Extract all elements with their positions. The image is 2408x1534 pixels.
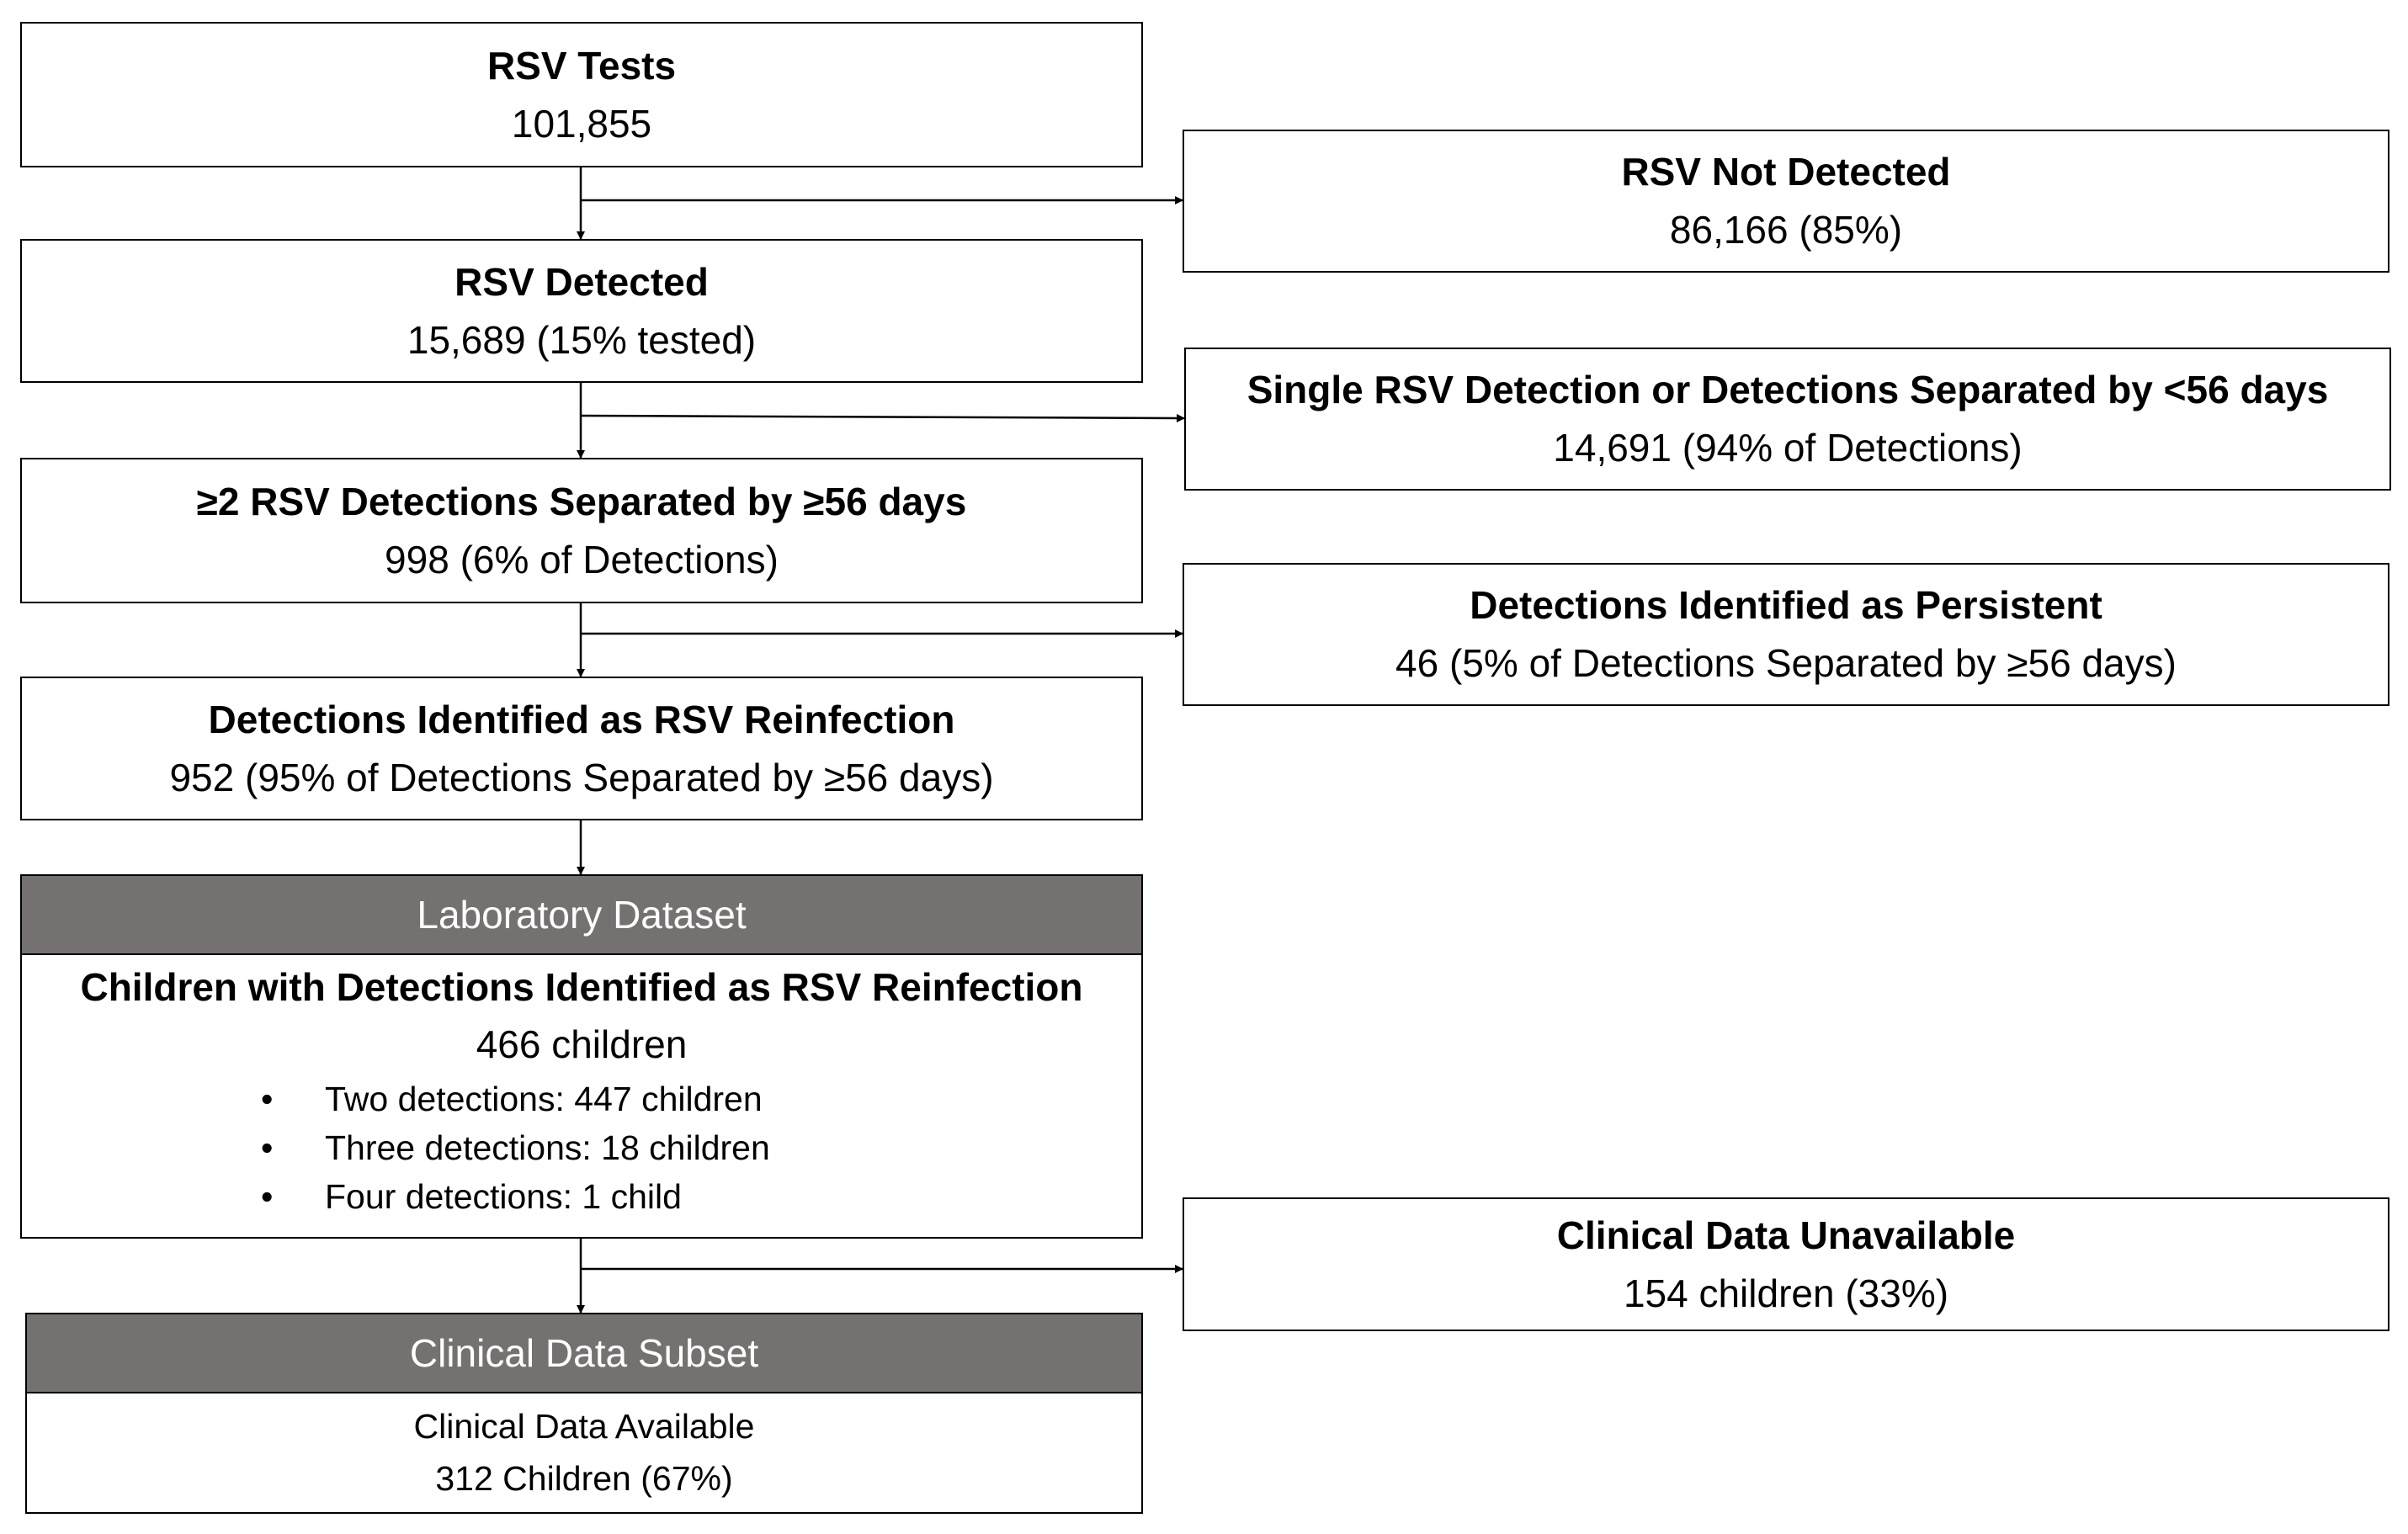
rsv-not-detected-value: 86,166 (85%) [1669, 208, 1903, 252]
bullet-three-detections-text: Three detections: 18 children [325, 1128, 770, 1167]
rsv-tests-value: 101,855 [511, 101, 652, 146]
clinical-available-label: Clinical Data Available [413, 1407, 755, 1446]
laboratory-dataset-panel: Children with Detections Identified as R… [20, 955, 1143, 1239]
two-plus-detections-box: ≥2 RSV Detections Separated by ≥56 days … [20, 458, 1143, 603]
clinical-data-subset-header: Clinical Data Subset [25, 1313, 1143, 1393]
persistent-title: Detections Identified as Persistent [1470, 583, 2102, 627]
laboratory-value: 466 children [476, 1022, 688, 1066]
rsv-not-detected-box: RSV Not Detected 86,166 (85%) [1183, 130, 2389, 273]
bullet-dot: • [261, 1128, 274, 1167]
single-detection-value: 14,691 (94% of Detections) [1553, 426, 2023, 470]
rsv-detected-title: RSV Detected [454, 259, 709, 304]
reinfection-box: Detections Identified as RSV Reinfection… [20, 677, 1143, 820]
two-plus-detections-title: ≥2 RSV Detections Separated by ≥56 days [196, 479, 967, 523]
bullet-three-detections: • Three detections: 18 children [261, 1128, 770, 1168]
rsv-tests-title: RSV Tests [486, 43, 677, 88]
bullet-two-detections: • Two detections: 447 children [261, 1080, 763, 1119]
persistent-box: Detections Identified as Persistent 46 (… [1183, 563, 2389, 706]
single-detection-title: Single RSV Detection or Detections Separ… [1247, 368, 2329, 411]
bullet-dot: • [261, 1080, 274, 1118]
reinfection-title: Detections Identified as RSV Reinfection [208, 697, 955, 741]
clinical-unavailable-value: 154 children (33%) [1623, 1271, 1949, 1315]
arrow-to-single [580, 413, 1185, 422]
bullet-two-detections-text: Two detections: 447 children [325, 1080, 763, 1118]
reinfection-value: 952 (95% of Detections Separated by ≥56 … [169, 755, 994, 799]
clinical-unavailable-box: Clinical Data Unavailable 154 children (… [1183, 1197, 2389, 1331]
single-detection-box: Single RSV Detection or Detections Separ… [1184, 348, 2391, 491]
clinical-data-subset-panel: Clinical Data Available 312 Children (67… [25, 1393, 1143, 1514]
two-plus-detections-value: 998 (6% of Detections) [385, 537, 779, 581]
rsv-tests-box: RSV Tests 101,855 [20, 22, 1143, 167]
laboratory-dataset-header: Laboratory Dataset [20, 874, 1143, 955]
bullet-dot: • [261, 1177, 274, 1216]
bullet-four-detections: • Four detections: 1 child [261, 1177, 682, 1217]
rsv-detected-box: RSV Detected 15,689 (15% tested) [20, 239, 1143, 383]
clinical-available-value: 312 Children (67%) [435, 1458, 733, 1498]
persistent-value: 46 (5% of Detections Separated by ≥56 da… [1395, 641, 2177, 685]
bullet-four-detections-text: Four detections: 1 child [325, 1177, 682, 1216]
rsv-detected-value: 15,689 (15% tested) [407, 317, 757, 362]
laboratory-title: Children with Detections Identified as R… [80, 965, 1083, 1009]
clinical-unavailable-title: Clinical Data Unavailable [1556, 1213, 2016, 1257]
rsv-not-detected-title: RSV Not Detected [1621, 150, 1951, 194]
